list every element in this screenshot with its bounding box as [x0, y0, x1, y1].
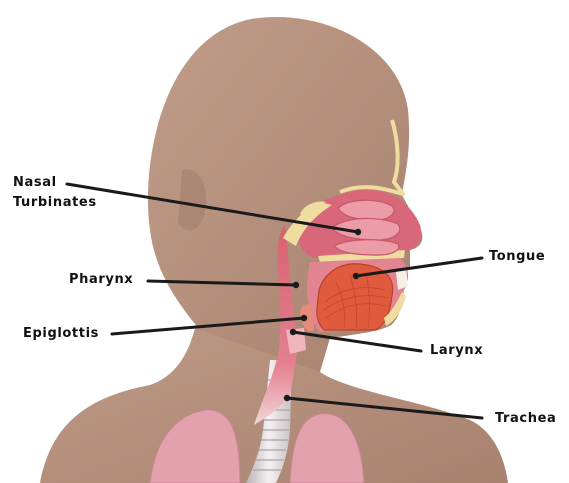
label-pharynx: Pharynx: [69, 270, 133, 290]
label-nasal-line2: Turbinates: [13, 193, 97, 213]
nasal-turbinates: [332, 200, 400, 255]
label-nasal: Nasal Turbinates: [13, 173, 97, 213]
label-nasal-line1: Nasal: [13, 173, 97, 193]
label-epiglottis: Epiglottis: [23, 324, 99, 344]
label-larynx: Larynx: [430, 341, 483, 361]
label-trachea: Trachea: [495, 409, 556, 429]
label-tongue: Tongue: [489, 247, 545, 267]
